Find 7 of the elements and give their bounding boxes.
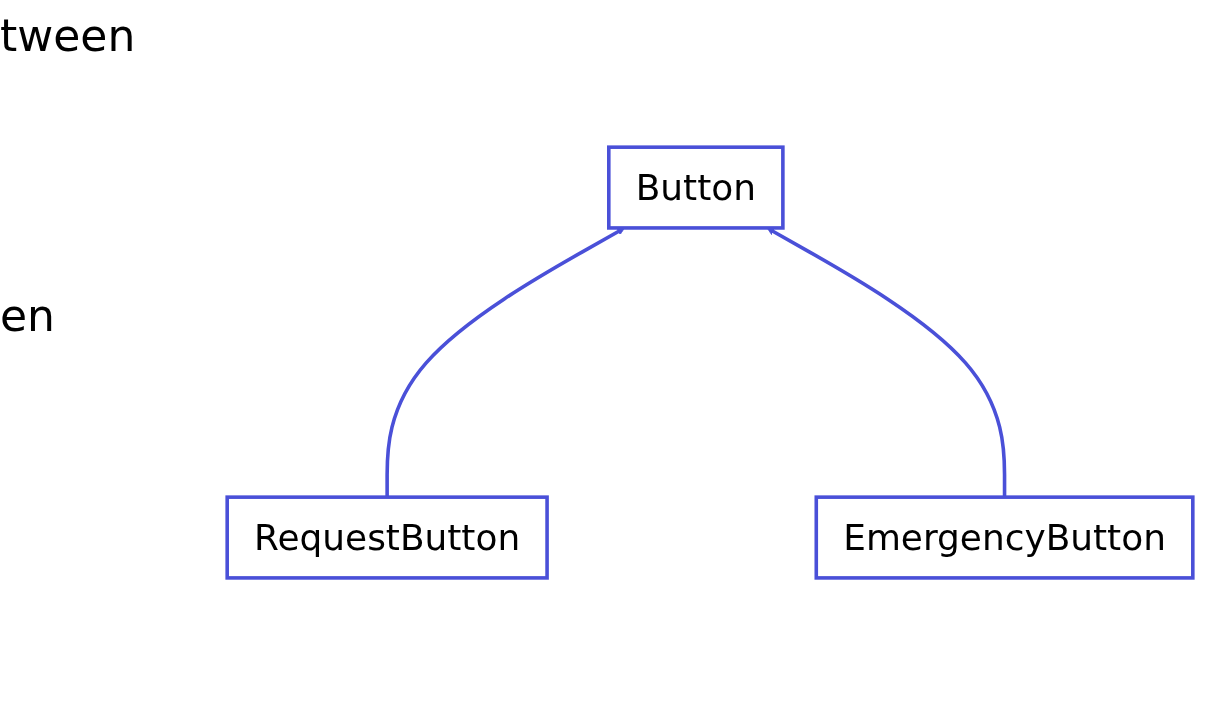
node-box: Button bbox=[607, 145, 785, 231]
node-box: EmergencyButton bbox=[814, 495, 1195, 581]
arrow bbox=[766, 228, 1007, 498]
arrow bbox=[385, 228, 625, 498]
node-box: RequestButton bbox=[225, 495, 549, 581]
text-fragment: tween bbox=[0, 10, 136, 61]
text-fragment: en bbox=[0, 290, 55, 341]
